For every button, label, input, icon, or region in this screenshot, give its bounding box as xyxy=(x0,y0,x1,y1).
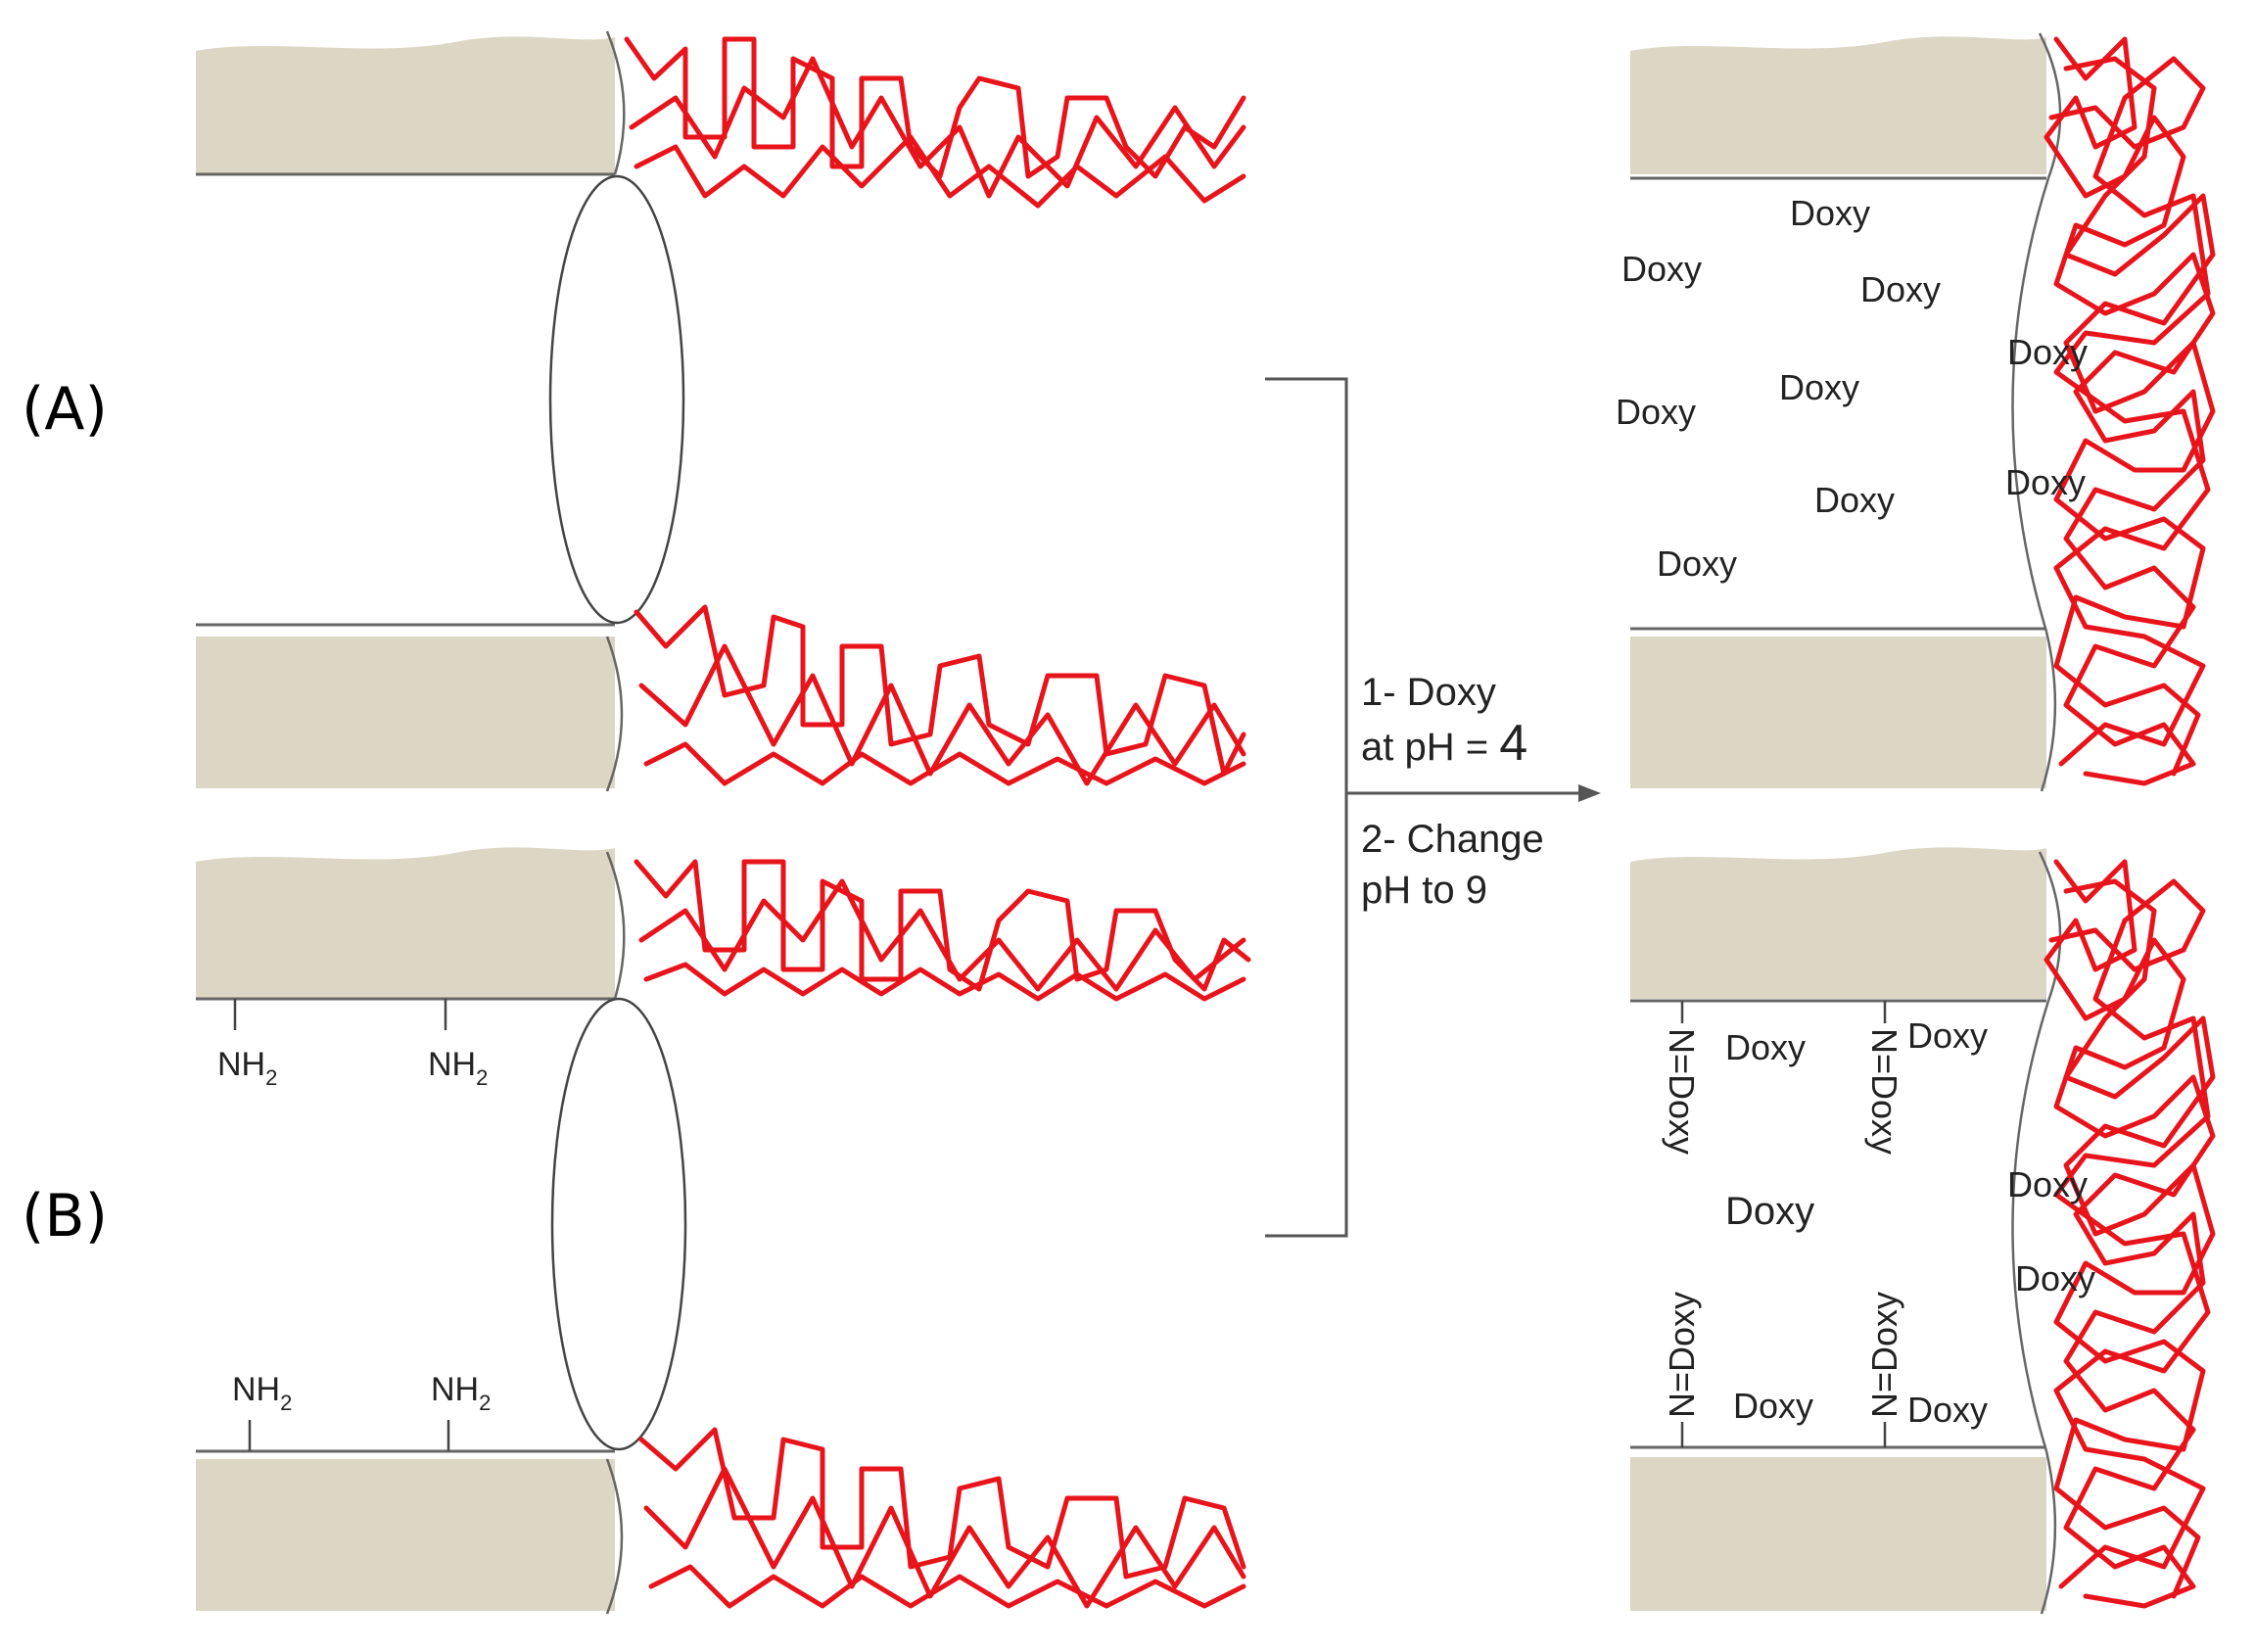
pore-cap-outline-b xyxy=(2011,1000,2050,1452)
polymer-brush-a-top-2 xyxy=(629,56,1246,199)
bracket xyxy=(1265,377,1348,1238)
free-doxy-b-1: Doxy xyxy=(1725,1027,1806,1067)
polymer-brush-a-bottom-2 xyxy=(638,643,1246,786)
pore-cap-outline-a xyxy=(2011,177,2050,633)
conjugate-doxy-2: N=Doxy xyxy=(1662,1292,1702,1418)
wall-a-product-top xyxy=(1630,36,2046,174)
rim-b-bottom xyxy=(605,1458,624,1615)
reaction-arrow-group: 1- Doxy at pH = 4 2- Change pH to 9 xyxy=(1265,377,1601,1238)
amine-group-3: NH2 xyxy=(232,1371,292,1415)
rim-a-top xyxy=(605,30,626,175)
free-doxy-a-5: Doxy xyxy=(1779,367,1859,407)
polymer-brush-b-bottom-3 xyxy=(648,1564,1246,1609)
panel-b-start: NH2 NH2 NH2 NH2 xyxy=(196,847,1251,1615)
free-doxy-b-2: Doxy xyxy=(1907,1015,1988,1056)
free-doxy-a-4: Doxy xyxy=(2007,332,2088,372)
rim-a-bottom xyxy=(605,636,624,792)
wall-b-bottom xyxy=(196,1459,615,1611)
free-doxy-b-7: Doxy xyxy=(1907,1390,1988,1430)
polymer-cap-a-2 xyxy=(2053,56,2216,777)
step-2-line-2: pH to 9 xyxy=(1361,869,1487,912)
polymer-cap-a-3 xyxy=(2048,56,2211,767)
pore-opening-a xyxy=(548,174,685,625)
rim-b-product-bottom xyxy=(2040,1450,2057,1615)
wall-a-top xyxy=(196,36,615,174)
amine-group-4: NH2 xyxy=(431,1371,491,1415)
rim-a-product-bottom xyxy=(2040,631,2057,792)
wall-b-top xyxy=(196,847,615,999)
polymer-brush-a-bottom xyxy=(634,604,1246,777)
wall-a-bottom xyxy=(196,637,615,788)
rim-b-top xyxy=(605,851,626,1000)
free-doxy-a-6: Doxy xyxy=(1616,392,1696,432)
wall-a-product-bottom xyxy=(1630,637,2046,788)
polymer-cap-b-1 xyxy=(2044,859,2216,1609)
panel-b-product: N=Doxy N=Doxy N=Doxy N=Doxy Doxy Doxy Do… xyxy=(1630,847,2216,1615)
step-1-line-1: 1- Doxy xyxy=(1361,671,1496,714)
free-doxy-b-3: Doxy xyxy=(2007,1164,2088,1204)
polymer-cap-b-3 xyxy=(2048,878,2211,1589)
free-doxy-b-4: Doxy xyxy=(1725,1190,1814,1233)
rim-b-product-top xyxy=(2038,851,2062,1002)
free-doxy-b-6: Doxy xyxy=(1733,1386,1813,1426)
reaction-arrow-head xyxy=(1578,784,1601,802)
conjugate-doxy-4: N=Doxy xyxy=(1864,1292,1904,1418)
free-doxy-a-3: Doxy xyxy=(1860,269,1941,309)
polymer-brush-a-top xyxy=(624,36,1246,179)
panel-a-product: Doxy Doxy Doxy Doxy Doxy Doxy Doxy Doxy … xyxy=(1616,32,2216,792)
amine-group-2: NH2 xyxy=(428,1046,488,1090)
panel-label-b: (B) xyxy=(22,1182,108,1251)
rim-a-product-top xyxy=(2038,32,2062,179)
polymer-brush-a-bottom-3 xyxy=(643,741,1246,786)
polymer-brush-b-top-3 xyxy=(643,962,1246,1002)
pore-opening-b xyxy=(550,997,687,1451)
polymer-brush-b-bottom xyxy=(638,1427,1246,1580)
wall-b-product-top xyxy=(1630,847,2046,999)
polymer-brush-a-top-3 xyxy=(634,134,1246,209)
free-doxy-b-5: Doxy xyxy=(2015,1258,2095,1298)
free-doxy-a-9: Doxy xyxy=(1657,543,1737,584)
free-doxy-a-8: Doxy xyxy=(1814,480,1895,520)
polymer-brush-b-top xyxy=(634,859,1251,992)
wall-b-product-bottom xyxy=(1630,1457,2046,1611)
step-2-line-1: 2- Change xyxy=(1361,818,1544,861)
free-doxy-a-7: Doxy xyxy=(2005,462,2086,502)
conjugate-doxy-3: N=Doxy xyxy=(1864,1028,1904,1155)
panel-label-a: (A) xyxy=(22,375,108,444)
step-1-line-2: at pH = 4 xyxy=(1361,715,1527,772)
panel-a-start xyxy=(196,30,1246,792)
free-doxy-a-1: Doxy xyxy=(1790,193,1870,233)
free-doxy-a-2: Doxy xyxy=(1621,249,1702,289)
polymer-cap-b-2 xyxy=(2053,878,2216,1599)
amine-group-1: NH2 xyxy=(217,1046,277,1090)
polymer-cap-a-1 xyxy=(2044,36,2216,786)
polymer-brush-b-bottom-2 xyxy=(643,1466,1246,1609)
conjugate-doxy-1: N=Doxy xyxy=(1662,1028,1702,1155)
polymer-brush-b-top-2 xyxy=(638,878,1246,992)
